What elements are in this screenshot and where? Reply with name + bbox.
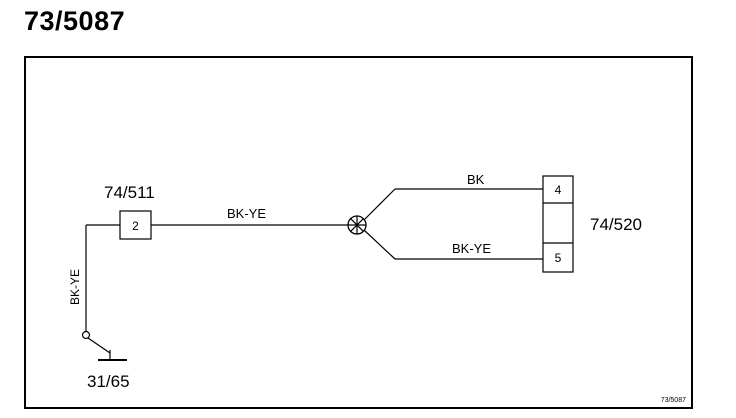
connector-74-511-pin: 2: [132, 219, 139, 233]
wire-label-vertical: BK-YE: [68, 269, 82, 305]
ground-label-31-65: 31/65: [87, 372, 130, 391]
footer-reference: 73/5087: [661, 397, 686, 404]
connector-74-520-pin-bottom: 5: [555, 251, 562, 265]
connector-74-520-pin-top: 4: [555, 183, 562, 197]
page-title: 73/5087: [24, 6, 126, 36]
connector-label-74-511: 74/511: [104, 183, 155, 202]
ground-contact: [81, 330, 91, 340]
wire-lower-branch-diag: [363, 229, 396, 260]
connector-74-511-pin-box: [119, 210, 152, 240]
wire-label-lower: BK-YE: [452, 241, 491, 256]
wire-upper-branch-diag: [363, 188, 396, 221]
diagram-frame: [24, 56, 693, 409]
connector-label-74-520: 74/520: [590, 215, 642, 234]
wire-label-upper: BK: [467, 172, 485, 187]
connector-74-520-body: [542, 175, 574, 273]
ground-switch-arm: [87, 337, 111, 354]
wire-label-main: BK-YE: [227, 206, 266, 221]
